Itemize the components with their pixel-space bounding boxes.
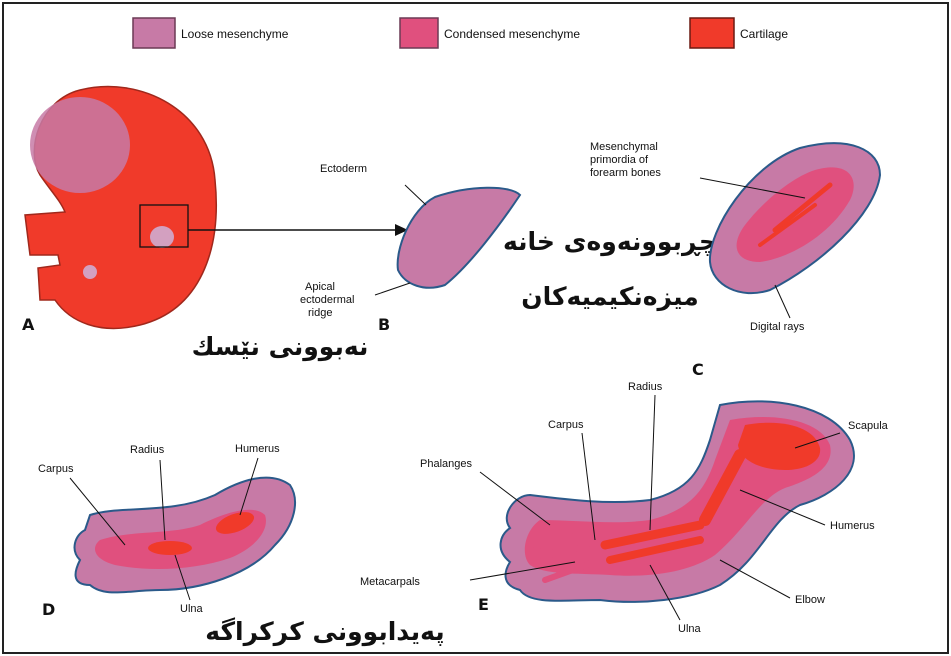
label-humerus-e: Humerus xyxy=(830,520,875,532)
label-humerus-d: Humerus xyxy=(235,443,280,455)
panel-label-c: C xyxy=(692,360,704,379)
label-ectoderm: Ectoderm xyxy=(320,163,367,175)
legend-swatch-cartilage xyxy=(690,18,734,48)
caption-limb-bud: نەبوونی نێسك xyxy=(192,332,369,362)
label-mesenchymal-1: Mesenchymal xyxy=(590,141,658,153)
label-phalanges-e: Phalanges xyxy=(420,458,472,470)
label-ulna-e: Ulna xyxy=(678,623,702,635)
caption-cartilage: پەیدابوونی کرکراگە xyxy=(205,617,444,647)
label-radius-e: Radius xyxy=(628,381,663,393)
lower-limb-bud xyxy=(83,265,97,279)
upper-limb-bud xyxy=(150,226,174,248)
label-carpus-e: Carpus xyxy=(548,419,584,431)
embryo-head xyxy=(30,97,130,193)
panel-label-a: A xyxy=(22,315,35,334)
label-mesenchymal-2: primordia of xyxy=(590,154,649,166)
legend-label-loose: Loose mesenchyme xyxy=(181,27,289,41)
label-digital-rays: Digital rays xyxy=(750,321,805,333)
label-radius-d: Radius xyxy=(130,444,165,456)
label-metacarpals-e: Metacarpals xyxy=(360,576,420,588)
label-aer-2: ectodermal xyxy=(300,294,354,306)
legend-swatch-loose xyxy=(133,18,175,48)
label-carpus-d: Carpus xyxy=(38,463,74,475)
caption-mesenchyme-2: میزەنکیمیەکان xyxy=(521,282,699,312)
label-mesenchymal-3: forearm bones xyxy=(590,167,661,179)
legend-label-condensed: Condensed mesenchyme xyxy=(444,27,580,41)
caption-mesenchyme-1: چڕبوونەوەی خانە xyxy=(503,227,717,257)
legend-swatch-condensed xyxy=(400,18,438,48)
panel-label-b: B xyxy=(378,315,390,334)
label-aer-3: ridge xyxy=(308,307,332,319)
label-elbow-e: Elbow xyxy=(795,594,825,606)
label-aer-1: Apical xyxy=(305,281,335,293)
panel-label-e: E xyxy=(478,595,489,614)
legend-label-cartilage: Cartilage xyxy=(740,27,788,41)
panel-label-d: D xyxy=(42,600,55,619)
label-ulna-d: Ulna xyxy=(180,603,204,615)
label-scapula-e: Scapula xyxy=(848,420,889,432)
radius-d xyxy=(148,541,192,555)
